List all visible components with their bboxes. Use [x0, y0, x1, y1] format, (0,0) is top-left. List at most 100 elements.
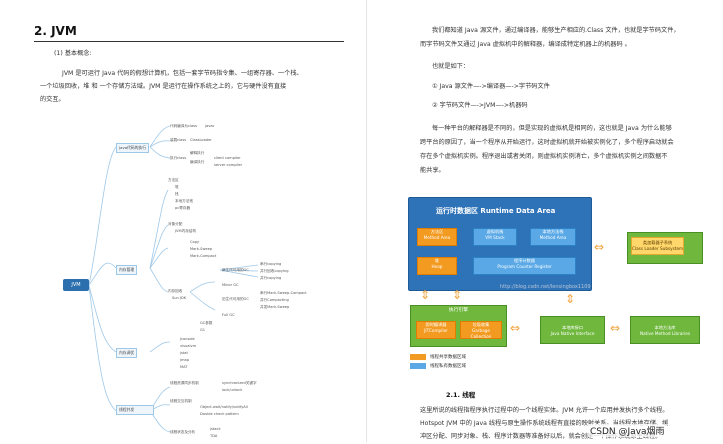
arrow-jni-lib: ⇔	[610, 321, 621, 335]
vm-stack-box: 虚拟机栈 VM Stack	[473, 228, 517, 246]
para-line-2: 一个垃圾回收，堆 和 一个存储方法域。JVM 是运行在操作系统之上的，它与硬件没…	[40, 83, 287, 90]
arrow-up-right: ⇕	[565, 292, 576, 306]
pc-cn: 程序计数器	[514, 258, 535, 263]
gc-box: 垃圾收集 Garbage Collection	[460, 321, 502, 339]
arrow-loader: ⇔	[594, 240, 605, 254]
r-para2-line2: 跨平台的原因了，当一个程序从开始运行，这时虚拟机就开始被实例化了，多个程序启动就…	[420, 139, 674, 146]
node: Object.wait/notify/notifyAll	[200, 405, 248, 409]
heading-rule	[34, 41, 344, 42]
jit-box: 即时编译器 JITCompiler	[416, 321, 456, 339]
node: Copy	[190, 240, 200, 244]
legend-private-swatch	[410, 363, 426, 369]
native-lib-en: Native Method Libraries	[639, 331, 690, 336]
node: 编译执行	[190, 160, 205, 164]
node: 执行class	[170, 156, 187, 160]
node: MAT	[180, 365, 188, 369]
node: Minor GC	[222, 283, 239, 287]
r-para1-line2: 而字节码文件又通过 Java 虚拟机中的解释器，编译成特定机器上的机器码 。	[420, 41, 631, 48]
jni-en: Java Native Interface	[550, 331, 595, 336]
mindmap-lines	[88, 125, 259, 433]
node: 解释执行	[190, 151, 205, 155]
para-line-3: 的交互。	[40, 96, 65, 103]
runtime-title: 运行时数据区 Runtime Data Area	[436, 207, 556, 215]
node: 并行Compacting	[260, 298, 289, 302]
node: Double check pattern	[200, 412, 239, 416]
legend-shared: 线程共享数据区域	[430, 355, 466, 360]
arrow-up-mid: ⇕	[452, 288, 463, 302]
gc-cn: 垃圾收集	[472, 322, 490, 327]
bottom-line-1: 这里所说的线程指程序执行过程中的一个线程实体。JVM 允许一个应用并发执行多个线…	[420, 407, 669, 414]
node: 内存回收	[168, 289, 183, 293]
node: 新生代可用的GC	[222, 268, 249, 272]
node: ClassLoader	[190, 138, 212, 142]
node: 本地方法栈	[175, 199, 193, 203]
csdn-watermark: CSDN @Java烟雨	[588, 424, 667, 437]
left-page	[366, 0, 367, 442]
node: javac	[205, 124, 215, 128]
pc-en: Program Counter Register	[497, 264, 552, 269]
section-heading: 2. JVM	[34, 24, 77, 38]
native-lib-cn: 本地方法库	[654, 325, 676, 330]
node: 并发Mark-Sweep	[260, 305, 290, 309]
node: Mark-Compact	[190, 254, 217, 258]
branch-threads: 线程并发	[116, 405, 154, 415]
node: 旧生代可用的GC	[222, 297, 249, 301]
bottom-line-3: 冲区分配、同步对象、栈、程序计数器等准备好以后，就会创建一个操作系统原生线程。	[420, 433, 662, 440]
bottom-line-2: Hotspot JVM 中的 Java 线程与原生操作系统线程有直接的映射关系。…	[420, 420, 669, 427]
pc-register-box: 程序计数器 Program Counter Register	[473, 257, 576, 275]
node: 线程资源同步机制	[170, 381, 199, 385]
native-stack-box: 本地方法栈 Method Area	[530, 228, 576, 246]
heap-cn: 堆	[434, 258, 440, 263]
class-loader-inner: 类加载器子系统 Class Loader Subsystem	[631, 237, 685, 255]
node: server compiler	[214, 163, 243, 167]
heap-box: 堆 Heap	[417, 257, 457, 275]
flow-title: 也就是如下：	[432, 63, 470, 70]
node: 堆	[175, 185, 179, 189]
exec-engine-label: 执行引擎	[448, 308, 469, 313]
node: Mark-Sweep	[190, 247, 213, 251]
section-2-1: 2.1. 线程	[446, 391, 476, 399]
mindmap-root: JVM	[63, 279, 89, 291]
watermark: http://blog.csdn.net/lensingbox1109	[500, 284, 591, 290]
r-para2-line4: 能共享。	[420, 167, 445, 174]
jni-cn: 本地库接口	[562, 325, 583, 330]
node: 线程交互机制	[170, 399, 192, 403]
node: 栈	[175, 192, 179, 196]
native-stack-en: Method Area	[539, 235, 567, 240]
node: 线程状态及分析	[170, 430, 196, 434]
branch-java-exec: Java代码的执行	[116, 143, 150, 153]
class-loader-en: Class Loader Subsystem	[632, 246, 684, 251]
node: jstack	[210, 427, 221, 431]
method-area-cn: 方法区	[430, 229, 444, 234]
subheading: (1) 基本概念:	[54, 50, 92, 57]
node: TDA	[210, 434, 218, 438]
r-para2-line3: 存在多个虚拟机实例。程序退出或者关闭，则虚拟机实例消亡，多个虚拟机实例之间数据不	[420, 153, 668, 160]
class-loader-box: 类加载器子系统 Class Loader Subsystem	[627, 232, 703, 264]
node: Full GC	[222, 313, 235, 317]
node: G1	[200, 328, 206, 332]
node: pc寄存器	[175, 206, 191, 210]
legend-private: 线程私有数据区域	[430, 364, 466, 369]
legend-shared-swatch	[410, 354, 426, 360]
node: jstat	[180, 351, 188, 355]
node: 并行回收copying	[260, 269, 289, 273]
method-area-box: 方法区 Method Area	[417, 228, 457, 246]
node: synchronized关键字	[222, 381, 257, 385]
arrow-engine-jni: ⇔	[510, 321, 521, 335]
gc-en: Garbage Collection	[470, 328, 492, 339]
vm-stack-en: VM Stack	[485, 235, 505, 240]
node: jmap	[180, 358, 189, 362]
flow-2: ② 字节码文件—->JVM—->机器码	[432, 102, 528, 109]
arrow-up-left: ⇕	[420, 288, 431, 302]
node: 串行Mark-Sweep-Compact	[260, 291, 307, 295]
branch-memory: 内存管理	[116, 265, 138, 275]
jit-cn: 即时编译器	[425, 322, 447, 327]
jni-box: 本地库接口 Java Native Interface	[540, 316, 605, 344]
vm-stack-cn: 虚拟机栈	[486, 229, 504, 234]
node: lock/unlock	[222, 388, 243, 392]
node: 并行copying	[260, 276, 282, 280]
heap-en: Heap	[431, 264, 443, 269]
r-para2-line1: 每一种平台的解释器是不同的，但是实现的虚拟机是相同的，这也就是 Java 为什么…	[432, 125, 672, 132]
native-stack-cn: 本地方法栈	[542, 229, 564, 234]
class-loader-cn: 类加载器子系统	[642, 240, 673, 245]
